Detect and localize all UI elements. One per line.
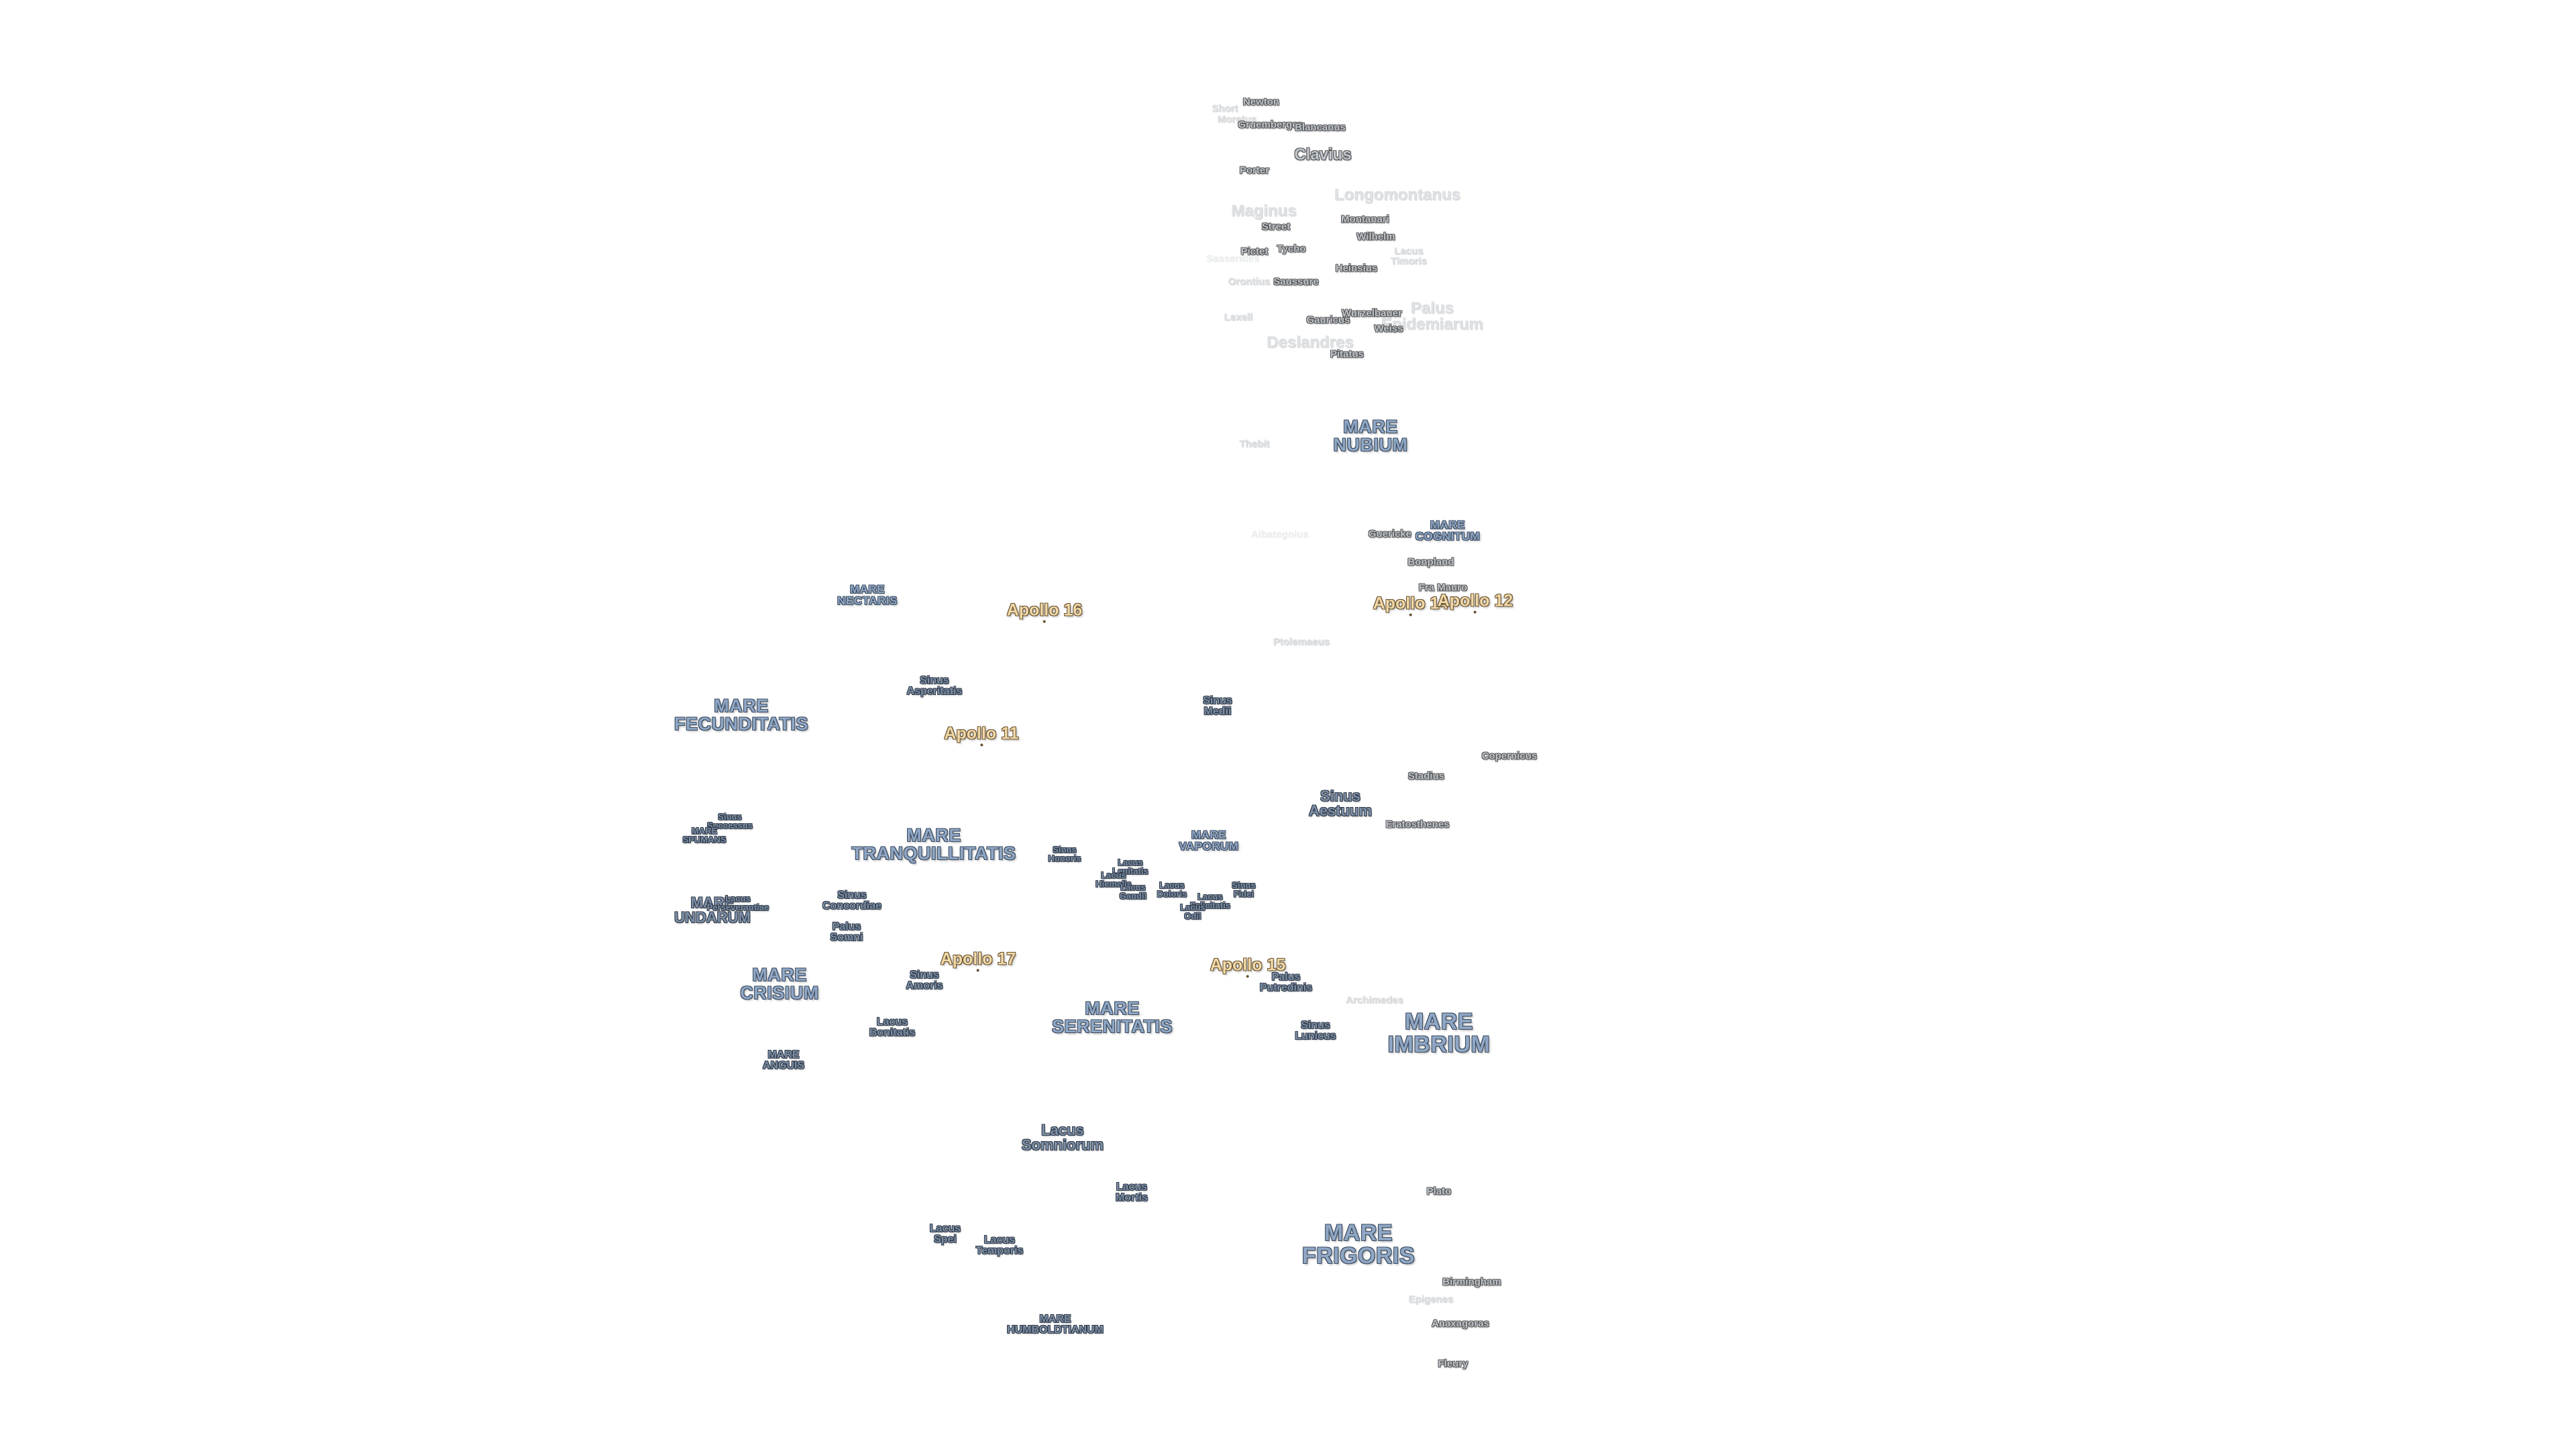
apollo-17-site[interactable]: Apollo 17 bbox=[941, 951, 1016, 972]
apollo-14-site[interactable]: Apollo 14 bbox=[1373, 595, 1449, 616]
crater-eratosthenes[interactable]: Eratosthenes bbox=[1385, 818, 1450, 830]
crater-thebit[interactable]: Thebit bbox=[1239, 438, 1270, 450]
crater-guericke[interactable]: Guericke bbox=[1368, 528, 1412, 540]
crater-maginus[interactable]: Maginus bbox=[1231, 202, 1297, 220]
crater-albategnius[interactable]: Albategnius bbox=[1251, 529, 1309, 541]
crater-sasserides[interactable]: Sasserides bbox=[1206, 253, 1260, 265]
crater-pictet[interactable]: Pictet bbox=[1240, 246, 1269, 258]
crater-tycho[interactable]: Tycho bbox=[1277, 243, 1306, 255]
crater-short[interactable]: Short bbox=[1212, 103, 1238, 115]
crater-porter[interactable]: Porter bbox=[1239, 164, 1270, 176]
crater-deslandres[interactable]: Deslandres bbox=[1267, 333, 1354, 352]
crater-stadius[interactable]: Stadius bbox=[1407, 770, 1445, 782]
crater-wilhelm[interactable]: Wilhelm bbox=[1356, 231, 1395, 243]
crater-moretus[interactable]: Moretus bbox=[1217, 113, 1257, 125]
crater-epigenes[interactable]: Epigenes bbox=[1408, 1293, 1454, 1305]
crater-pitatus[interactable]: Pitatus bbox=[1330, 348, 1364, 360]
crater-montanari[interactable]: Montanari bbox=[1341, 213, 1389, 225]
crater-lexell[interactable]: Lexell bbox=[1224, 311, 1253, 323]
crater-blancanus[interactable]: Blancanus bbox=[1295, 121, 1346, 133]
apollo-12-site[interactable]: Apollo 12 bbox=[1438, 592, 1513, 614]
crater-weiss[interactable]: Weiss bbox=[1374, 323, 1403, 335]
apollo-16-site[interactable]: Apollo 16 bbox=[1007, 602, 1083, 623]
crater-ptolemaeus[interactable]: Ptolemaeus bbox=[1273, 636, 1330, 648]
crater-gauricus[interactable]: Gauricus bbox=[1306, 314, 1350, 326]
crater-gruemberger[interactable]: Gruemberger bbox=[1238, 119, 1302, 131]
crater-copernicus[interactable]: Copernicus bbox=[1481, 750, 1538, 762]
apollo-11-site[interactable]: Apollo 11 bbox=[944, 725, 1018, 747]
crater-heinsius[interactable]: Heinsius bbox=[1335, 262, 1378, 274]
crater-anaxagoras[interactable]: Anaxagoras bbox=[1432, 1318, 1489, 1330]
crater-saussure[interactable]: Saussure bbox=[1273, 276, 1319, 288]
crater-orontius[interactable]: Orontius bbox=[1228, 276, 1271, 288]
crater-wurzelbauer[interactable]: Wurzelbauer bbox=[1342, 307, 1402, 319]
crater-plato[interactable]: Plato bbox=[1426, 1185, 1452, 1197]
crater-fleury[interactable]: Fleury bbox=[1438, 1358, 1468, 1370]
apollo-15-site[interactable]: Apollo 15 bbox=[1210, 957, 1286, 978]
crater-clavius[interactable]: Clavius bbox=[1294, 146, 1352, 164]
crater-bonpland[interactable]: Bonpland bbox=[1407, 556, 1454, 568]
crater-newton[interactable]: Newton bbox=[1242, 96, 1280, 108]
crater-archimedes[interactable]: Archimedes bbox=[1346, 994, 1403, 1006]
crater-street[interactable]: Street bbox=[1261, 221, 1291, 233]
crater-longomontanus[interactable]: Longomontanus bbox=[1334, 186, 1460, 204]
crater-birmingham[interactable]: Birmingham bbox=[1442, 1276, 1501, 1288]
crater-fra-mauro[interactable]: Fra Mauro bbox=[1418, 582, 1468, 594]
